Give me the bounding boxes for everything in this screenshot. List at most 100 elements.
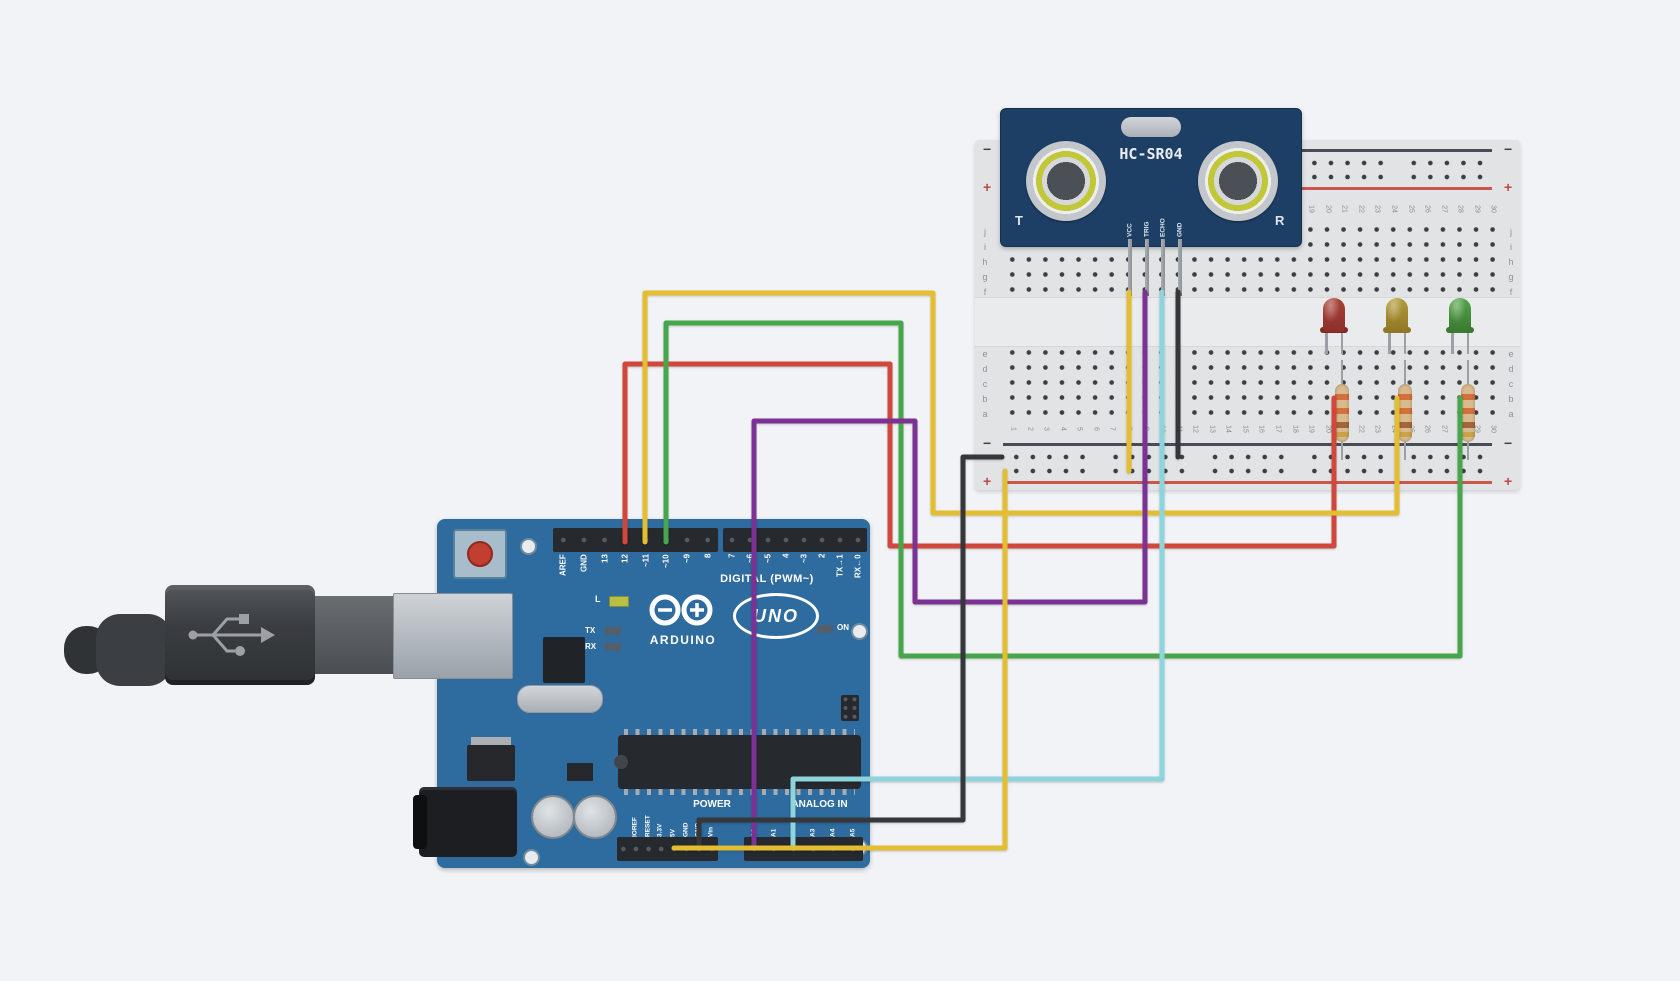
led-anode-leg <box>1325 332 1328 354</box>
sensor-pin-label: GND <box>1176 222 1184 237</box>
rail-minus-label: − <box>1504 435 1513 451</box>
sensor-pin-label: ECHO <box>1159 218 1167 237</box>
wire-purple-a0-to-trig[interactable] <box>751 289 1148 851</box>
pin-label: GND <box>579 554 589 572</box>
column-number: 22 <box>1357 205 1365 213</box>
digital-header-right[interactable] <box>723 528 867 552</box>
column-number: 7 <box>1108 427 1116 431</box>
wire-yellow-pin11-to-led-yellow[interactable] <box>642 290 1400 545</box>
column-number: 24 <box>1390 205 1398 213</box>
voltage-regulator <box>467 745 515 781</box>
chip-legs-bottom <box>624 789 855 795</box>
wire-black-gnd-to-minus-rail[interactable] <box>696 454 1005 849</box>
digital-header-left[interactable] <box>553 528 718 552</box>
led-yellow[interactable] <box>1383 298 1411 354</box>
column-number: 2 <box>1025 427 1033 431</box>
column-number: 12 <box>1191 425 1199 433</box>
sensor-pin-gnd[interactable] <box>1177 239 1182 296</box>
bottom-rail-minus-line <box>1003 443 1492 446</box>
on-indicator <box>817 625 833 633</box>
column-number: 17 <box>1274 425 1282 433</box>
power-section-label: POWER <box>693 799 731 810</box>
row-letter: b <box>982 393 988 404</box>
resistor-body <box>1461 384 1475 442</box>
terminal-block-bottom[interactable] <box>1004 345 1501 420</box>
center-channel <box>975 297 1520 347</box>
led-cathode-leg <box>1466 332 1469 354</box>
rail-plus-label: + <box>983 473 992 489</box>
usb-cable-strain-relief[interactable] <box>96 614 172 686</box>
column-number: 14 <box>1224 425 1232 433</box>
pin-label: RESET <box>644 815 652 837</box>
receiver-label: R <box>1275 213 1285 228</box>
led-tx-indicator <box>605 627 621 635</box>
column-number: 26 <box>1423 205 1431 213</box>
pin-label: 3.3V <box>656 823 664 837</box>
usb-plug-nose[interactable] <box>312 596 396 674</box>
led-l-indicator <box>609 596 629 607</box>
row-letter: h <box>1508 256 1514 267</box>
icsp-header[interactable] <box>841 695 859 721</box>
regulator-tab <box>471 737 511 747</box>
column-number: 21 <box>1340 205 1348 213</box>
wire-green-pin10-to-led-green[interactable] <box>663 320 1463 659</box>
wire-yellow-5v-to-plus-rail[interactable] <box>671 468 1008 851</box>
sensor-pin-trig[interactable] <box>1144 239 1149 296</box>
resistor-yellow-led[interactable] <box>1398 360 1412 460</box>
sensor-label: HC-SR04 <box>1119 145 1183 163</box>
crystal-oscillator <box>517 685 603 713</box>
mounting-hole <box>523 849 540 866</box>
row-letter: j <box>984 226 986 237</box>
row-letter: i <box>1510 241 1512 252</box>
analog-section-label: ANALOG IN <box>791 799 848 810</box>
wire-cyan-a2-to-echo[interactable] <box>790 289 1165 851</box>
row-letter: a <box>982 408 988 419</box>
led-rx-indicator <box>605 643 621 651</box>
row-letter: e <box>1508 348 1514 359</box>
column-number: 5 <box>1075 427 1083 431</box>
reset-button[interactable] <box>467 541 493 567</box>
column-number: 4 <box>1058 427 1066 431</box>
usb-plug-body[interactable] <box>165 585 315 685</box>
row-letter: f <box>1509 286 1513 297</box>
led-bulb <box>1386 298 1408 332</box>
led-red[interactable] <box>1320 298 1348 354</box>
column-number: 15 <box>1241 425 1249 433</box>
column-number: 1 <box>1009 427 1017 431</box>
led-green[interactable] <box>1446 298 1474 354</box>
row-letter: c <box>1508 378 1514 389</box>
column-numbers-bottom: 1234567891011121314151617181920212223242… <box>1004 421 1501 437</box>
row-letter: c <box>982 378 988 389</box>
sensor-pin-echo[interactable] <box>1161 239 1165 296</box>
rail-plus-label: + <box>1504 179 1513 195</box>
led-rx-label: RX <box>585 642 597 651</box>
pin-label: 12 <box>620 554 630 563</box>
mounting-hole <box>851 623 868 640</box>
column-number: 30 <box>1489 205 1497 213</box>
bottom-rail-plus-line <box>1003 481 1492 484</box>
column-number: 23 <box>1373 205 1381 213</box>
led-l-label: L <box>595 594 601 604</box>
sensor-pin-vcc[interactable] <box>1128 239 1132 296</box>
row-letter: a <box>1508 408 1514 419</box>
wire-red-pin12-to-led-red[interactable] <box>622 361 1337 549</box>
pin-label: 5V <box>669 829 677 837</box>
row-letter: b <box>1508 393 1514 404</box>
resistor-green-led[interactable] <box>1461 360 1475 460</box>
row-letter: g <box>982 271 988 282</box>
usb-trident-icon <box>188 614 275 656</box>
transmitter-label: T <box>1015 213 1023 228</box>
mounting-hole <box>520 538 537 555</box>
resistor-red-led[interactable] <box>1335 360 1349 460</box>
led-tx-label: TX <box>585 626 596 635</box>
resistor-body <box>1335 384 1349 442</box>
bottom-rail-holes[interactable] <box>1008 450 1489 478</box>
